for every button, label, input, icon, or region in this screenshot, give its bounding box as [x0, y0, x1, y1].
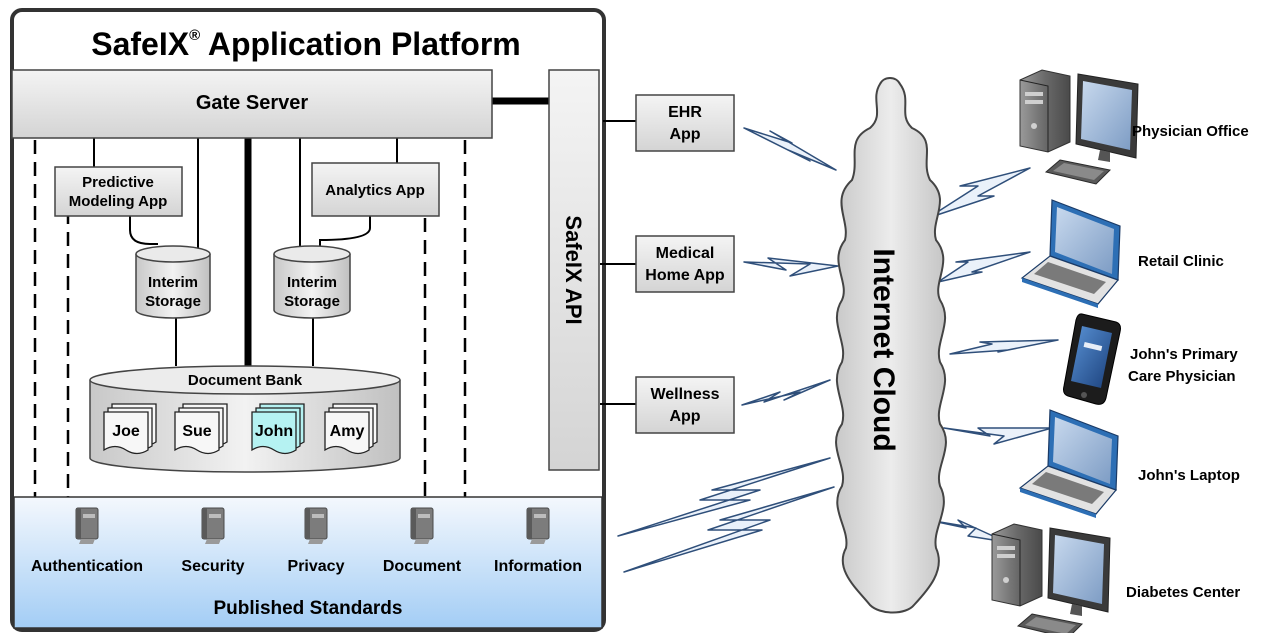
safeix-api-box — [548, 69, 600, 471]
platform-title: SafeIX® Application Platform — [91, 26, 521, 62]
published-standards-label: Published Standards — [214, 598, 403, 619]
external-app-label-1: EHR — [668, 104, 702, 121]
standard-label: Authentication — [31, 558, 143, 575]
gate-server-label: Gate Server — [196, 92, 309, 114]
book-icon — [410, 507, 434, 544]
laptop-icon — [1018, 409, 1119, 518]
standard-authentication: Authentication — [31, 507, 143, 575]
external-app-label-2: App — [669, 126, 700, 143]
external-app-label-2: Home App — [645, 267, 725, 284]
interim-storage-left-label-2: Storage — [145, 293, 201, 310]
dashed-boundaries — [33, 140, 467, 497]
book-icon — [304, 507, 328, 544]
standard-privacy: Privacy — [288, 507, 345, 575]
desktop-icon — [991, 523, 1111, 633]
document-file-label: John — [255, 423, 293, 440]
connector-lines — [93, 120, 636, 405]
laptop-icon — [1020, 199, 1121, 308]
standard-information: Information — [494, 507, 582, 575]
endpoint-label: John's Laptop — [1138, 467, 1240, 484]
endpoint-label-2: Care Physician — [1128, 368, 1236, 385]
document-file-label: Sue — [182, 423, 211, 440]
predictive-label-2: Modeling App — [69, 193, 168, 210]
endpoint-label: Physician Office — [1132, 123, 1249, 140]
ehr-app-box: EHR App — [635, 94, 735, 152]
interim-storage-right: Interim Storage — [273, 245, 351, 319]
predictive-modeling-app — [54, 166, 183, 217]
interim-storage-left-label-1: Interim — [148, 274, 198, 291]
network-links — [617, 127, 1059, 573]
interim-storage-left: Interim Storage — [135, 245, 211, 319]
document-file-john: John — [251, 403, 305, 455]
platform-frame — [10, 8, 606, 632]
document-file-label: Joe — [112, 423, 140, 440]
smartphone-icon — [1063, 313, 1121, 405]
document-file-joe: Joe — [103, 403, 157, 455]
endpoint-label: Retail Clinic — [1138, 253, 1224, 270]
standard-security: Security — [181, 507, 245, 575]
standard-label: Privacy — [288, 558, 345, 575]
document-bank-files: Joe Sue John Amy — [103, 403, 378, 455]
document-bank: Document Bank — [89, 365, 401, 473]
book-icon — [201, 507, 225, 544]
document-file-amy: Amy — [324, 403, 378, 455]
standard-label: Information — [494, 558, 582, 575]
interim-storage-right-label-2: Storage — [284, 293, 340, 310]
endpoint-label: John's Primary — [1130, 346, 1238, 363]
desktop-icon — [1019, 69, 1139, 185]
internet-cloud — [835, 77, 947, 614]
analytics-app — [311, 162, 440, 217]
external-app-label-1: Medical — [656, 245, 715, 262]
book-icon — [526, 507, 550, 544]
endpoint-label: Diabetes Center — [1126, 584, 1240, 601]
endpoint-retail-clinic: Retail Clinic — [1020, 199, 1224, 308]
interim-storage-right-label-1: Interim — [287, 274, 337, 291]
endpoint-physician-office: Physician Office — [1019, 69, 1249, 185]
analytics-label: Analytics App — [325, 182, 424, 199]
predictive-label-1: Predictive — [82, 174, 154, 191]
standard-label: Document — [383, 558, 462, 575]
standard-label: Security — [181, 558, 244, 575]
document-file-label: Amy — [330, 423, 365, 440]
book-icon — [75, 507, 99, 544]
internet-cloud-label: Internet Cloud — [867, 248, 900, 451]
endpoint-diabetes-center: Diabetes Center — [991, 523, 1240, 633]
document-bank-label: Document Bank — [188, 372, 303, 389]
external-app-label-2: App — [669, 408, 700, 425]
gate-server-box — [11, 69, 493, 139]
document-file-sue: Sue — [174, 403, 228, 455]
safeix-api-label: SafeIX API — [561, 215, 586, 324]
external-app-label-1: Wellness — [650, 386, 719, 403]
endpoint-john-s-laptop: John's Laptop — [1018, 409, 1240, 518]
standards-items: Authentication Security Privacy Document Inf… — [31, 507, 582, 575]
standard-document: Document — [383, 507, 462, 575]
